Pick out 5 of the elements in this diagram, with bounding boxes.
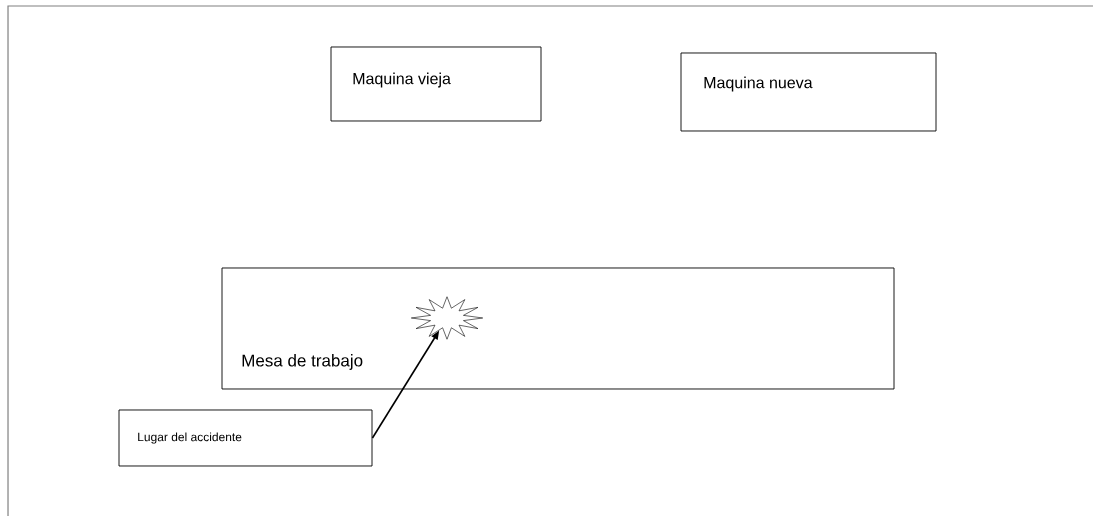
label-box: Lugar del accidente	[118, 409, 373, 467]
machine-box: Maquina nueva	[680, 52, 937, 132]
burst-shape	[411, 296, 483, 340]
work-table-box: Mesa de trabajo	[221, 267, 895, 390]
machine-box: Maquina vieja	[330, 46, 542, 122]
